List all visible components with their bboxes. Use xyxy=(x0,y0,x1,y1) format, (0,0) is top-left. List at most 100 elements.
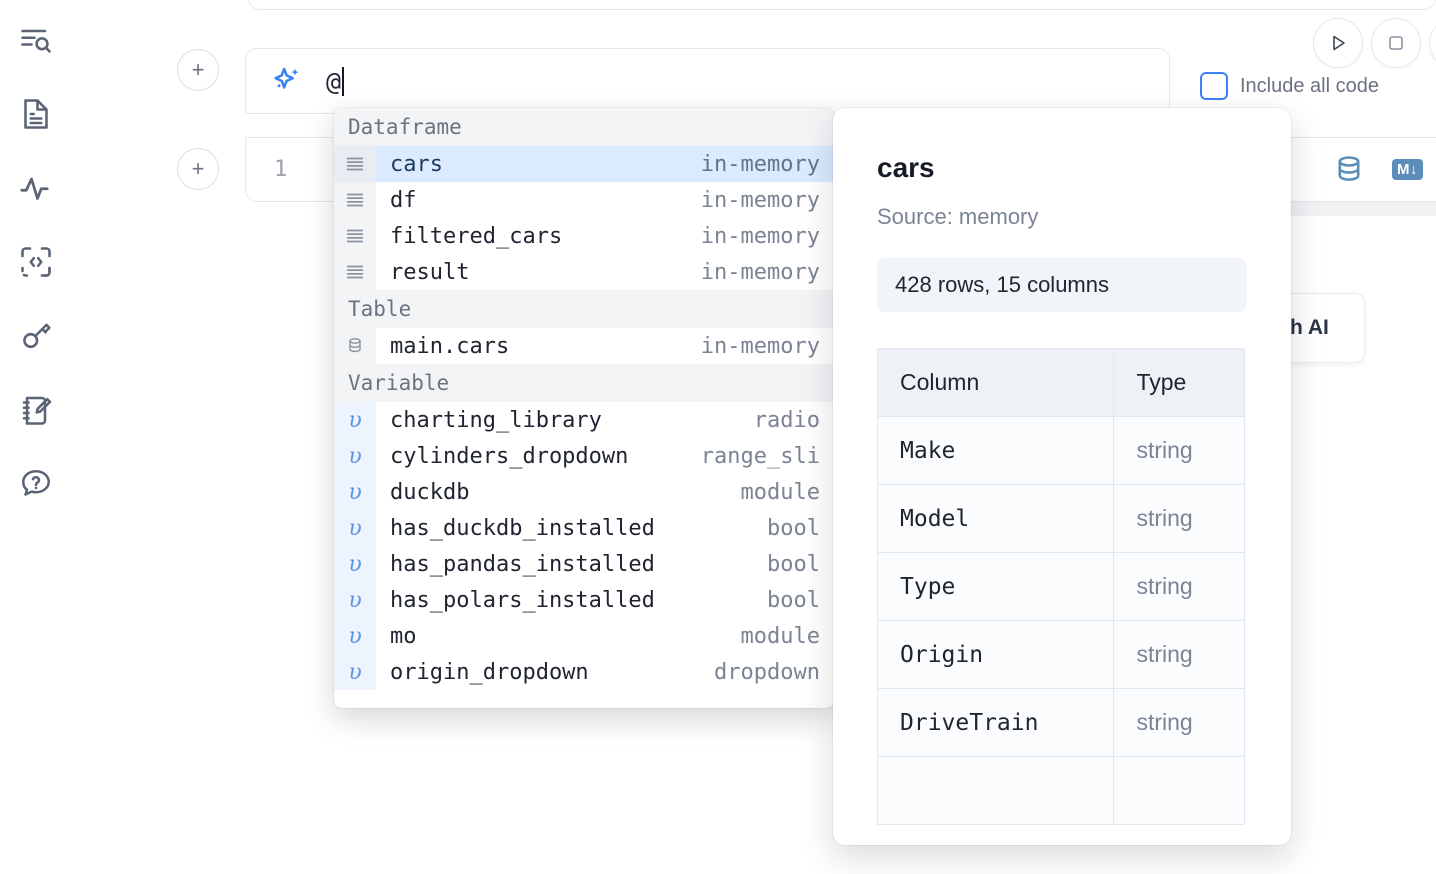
cell-column: Model xyxy=(876,484,1115,553)
autocomplete-option[interactable]: filtered_cars in-memory xyxy=(334,218,834,254)
option-type: module xyxy=(740,479,820,505)
option-type: in-memory xyxy=(700,151,820,177)
variable-icon: υ xyxy=(334,582,376,618)
markdown-icon[interactable]: M↓ xyxy=(1392,159,1423,180)
cell-run-controls xyxy=(1313,18,1436,68)
add-cell-above-button[interactable]: + xyxy=(177,49,219,91)
cell-type: string xyxy=(1113,620,1245,689)
sidebar-item-help[interactable] xyxy=(14,462,58,506)
option-name: origin_dropdown xyxy=(390,659,589,685)
generate-with-ai-chip[interactable]: h AI xyxy=(1283,293,1365,363)
option-name: has_polars_installed xyxy=(390,587,655,613)
option-type: radio xyxy=(753,407,820,433)
cell-type: string xyxy=(1113,484,1245,553)
more-options-button[interactable] xyxy=(1429,18,1436,68)
dataframe-lines-icon xyxy=(334,254,376,290)
add-cell-below-button[interactable]: + xyxy=(177,148,219,190)
cell-type: string xyxy=(1113,416,1245,485)
sidebar-item-snippets[interactable] xyxy=(14,240,58,284)
option-type: in-memory xyxy=(700,223,820,249)
option-type: bool xyxy=(767,587,820,613)
variable-icon: υ xyxy=(334,402,376,438)
variable-icon: υ xyxy=(334,474,376,510)
sidebar-item-notebook[interactable] xyxy=(14,92,58,136)
option-name: cars xyxy=(390,151,443,177)
option-type: bool xyxy=(767,515,820,541)
option-name: cylinders_dropdown xyxy=(390,443,629,469)
database-icon xyxy=(334,328,376,364)
option-name: main.cars xyxy=(390,333,510,359)
dataframe-lines-icon xyxy=(334,146,376,182)
markdown-badge-label: M↓ xyxy=(1392,159,1423,180)
autocomplete-option[interactable]: cars in-memory xyxy=(334,146,834,182)
column-header-type: Type xyxy=(1113,348,1245,417)
cell-column: Type xyxy=(876,552,1115,621)
cell-type xyxy=(1113,756,1245,825)
preview-source: Source: memory xyxy=(877,204,1039,229)
run-button[interactable] xyxy=(1313,18,1363,68)
cell-type: string xyxy=(1113,688,1245,757)
activity-pulse-icon xyxy=(18,170,54,206)
code-snippet-icon xyxy=(18,244,54,280)
preview-stats: 428 rows, 15 columns xyxy=(877,258,1247,312)
sidebar-item-activity[interactable] xyxy=(14,166,58,210)
sidebar-item-secrets[interactable] xyxy=(14,314,58,358)
variable-icon: υ xyxy=(334,510,376,546)
cell-column xyxy=(876,756,1115,825)
table-row xyxy=(876,756,1245,825)
key-icon xyxy=(18,318,54,354)
autocomplete-group-header: Table xyxy=(334,290,834,328)
table-header-row: Column Type xyxy=(876,348,1245,417)
sidebar-item-explore[interactable] xyxy=(14,18,58,62)
option-name: has_pandas_installed xyxy=(390,551,655,577)
dataframe-preview-panel: cars Source: memory 428 rows, 15 columns… xyxy=(833,108,1291,845)
variable-icon: υ xyxy=(334,618,376,654)
include-all-code-toggle[interactable]: Include all code xyxy=(1200,72,1379,100)
line-number: 1 xyxy=(274,157,288,182)
option-name: has_duckdb_installed xyxy=(390,515,655,541)
option-type: dropdown xyxy=(714,659,820,685)
ai-prompt-input[interactable]: @ xyxy=(326,49,345,113)
preview-title: cars xyxy=(877,152,935,183)
ai-prompt-value: @ xyxy=(326,66,342,96)
autocomplete-option[interactable]: υ has_duckdb_installed bool xyxy=(334,510,834,546)
cell-column: DriveTrain xyxy=(876,688,1115,757)
previous-cell-card xyxy=(248,0,1436,10)
sidebar-item-scratchpad[interactable] xyxy=(14,388,58,432)
option-name: df xyxy=(390,187,417,213)
include-all-code-label: Include all code xyxy=(1240,74,1379,97)
autocomplete-option[interactable]: df in-memory xyxy=(334,182,834,218)
explore-search-icon xyxy=(18,22,54,58)
cell-column: Make xyxy=(876,416,1115,485)
option-type: bool xyxy=(767,551,820,577)
text-caret xyxy=(342,66,345,96)
autocomplete-option[interactable]: υ charting_library radio xyxy=(334,402,834,438)
option-type: in-memory xyxy=(700,187,820,213)
autocomplete-option[interactable]: υ has_pandas_installed bool xyxy=(334,546,834,582)
sidebar-rail xyxy=(0,0,72,874)
database-icon[interactable] xyxy=(1332,153,1366,187)
include-all-code-checkbox[interactable] xyxy=(1200,72,1228,100)
cell-column: Origin xyxy=(876,620,1115,689)
notebook-edit-icon xyxy=(18,392,54,428)
autocomplete-option[interactable]: υ has_polars_installed bool xyxy=(334,582,834,618)
variable-icon: υ xyxy=(334,546,376,582)
dataframe-lines-icon xyxy=(334,182,376,218)
option-name: filtered_cars xyxy=(390,223,563,249)
variable-icon: υ xyxy=(334,438,376,474)
option-name: result xyxy=(390,259,470,285)
stop-button[interactable] xyxy=(1371,18,1421,68)
option-name: charting_library xyxy=(390,407,602,433)
